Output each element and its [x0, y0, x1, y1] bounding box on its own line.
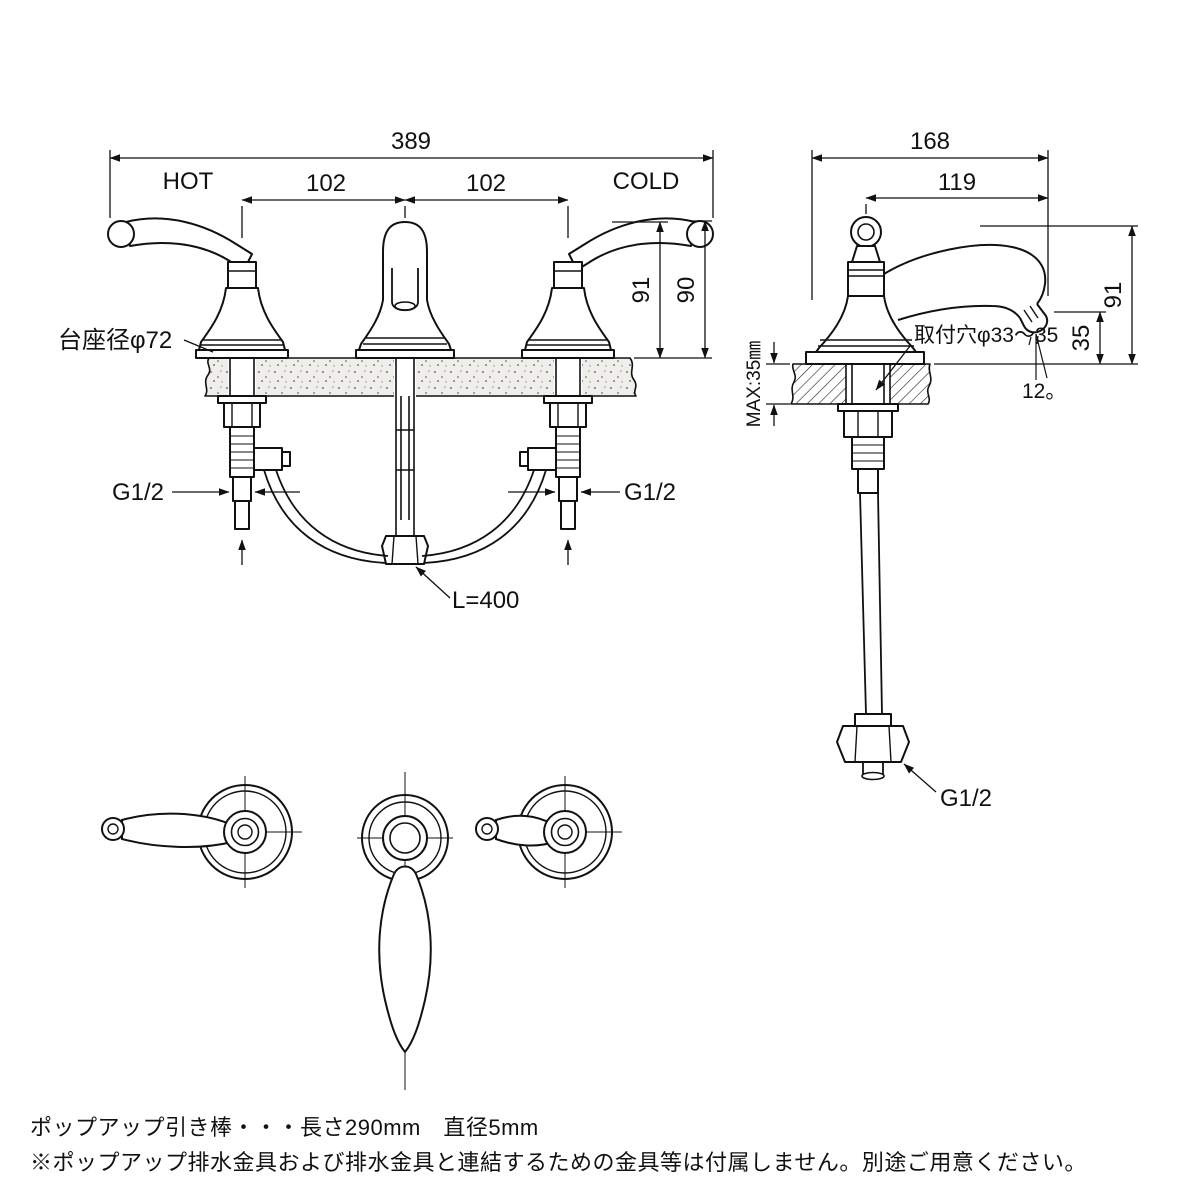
- front-thread-left-label: G1/2: [112, 479, 164, 506]
- side-view: [790, 216, 1049, 781]
- footnotes: ポップアップ引き棒・・・長さ290mm 直径5mm ※ポップアップ排水金具および…: [30, 1110, 1087, 1180]
- side-supply-pipe: [836, 403, 910, 781]
- front-pitch-left-dim: 102: [306, 170, 346, 197]
- front-view-dimensions: [109, 150, 714, 599]
- side-handle: [805, 216, 925, 365]
- front-left-supply: [217, 395, 291, 530]
- plan-left-ball: [101, 817, 125, 841]
- side-thread-label: G1/2: [940, 785, 992, 812]
- left-handle-ball: [107, 220, 135, 248]
- plan-right-handle: [475, 776, 622, 888]
- plan-left-handle: [101, 776, 302, 888]
- side-overall-depth-dim: 168: [910, 128, 950, 155]
- max-deck-thickness-label: MAX:35㎜: [744, 341, 765, 428]
- front-overall-width-dim: 389: [391, 128, 431, 155]
- side-counter-section: [790, 363, 932, 405]
- front-popup-assembly: [381, 358, 429, 565]
- front-view: [107, 217, 714, 565]
- plan-center-spout: [357, 772, 453, 1090]
- mounting-hole-label: 取付穴φ33～35: [914, 324, 1058, 347]
- front-hoses: [263, 469, 547, 564]
- front-right-supply: [519, 395, 593, 530]
- front-left-handle: [107, 217, 289, 359]
- hose-length-label: L=400: [452, 587, 519, 614]
- side-outlet-height-dim: 35: [1068, 325, 1095, 352]
- angle-lines: [1035, 333, 1048, 380]
- front-spout: [355, 221, 455, 359]
- spout-aerator: [394, 301, 416, 311]
- footnote-drain-parts: ※ポップアップ排水金具および排水金具と連結するための金具等は付属しません。別途ご…: [30, 1150, 1087, 1175]
- plan-right-ball: [475, 817, 499, 841]
- front-counter-section: [204, 357, 637, 397]
- hot-label: HOT: [163, 168, 214, 195]
- front-thread-right-label: G1/2: [624, 479, 676, 506]
- side-spout: [883, 244, 1049, 346]
- footnote-popup-rod: ポップアップ引き棒・・・長さ290mm 直径5mm: [30, 1115, 539, 1140]
- front-handle-height-dim: 90: [673, 277, 700, 304]
- spout-angle-label: 12。: [1022, 380, 1066, 403]
- front-pitch-right-dim: 102: [466, 170, 506, 197]
- right-handle-ball: [686, 220, 714, 248]
- side-spout-reach-dim: 119: [938, 169, 976, 196]
- side-view-dimensions: [766, 150, 1138, 793]
- cold-label: COLD: [613, 168, 680, 195]
- plan-view: [101, 772, 622, 1090]
- base-diameter-label: 台座径φ72: [58, 327, 172, 354]
- front-spout-height-dim: 91: [628, 277, 655, 304]
- side-height-dim: 91: [1100, 282, 1127, 309]
